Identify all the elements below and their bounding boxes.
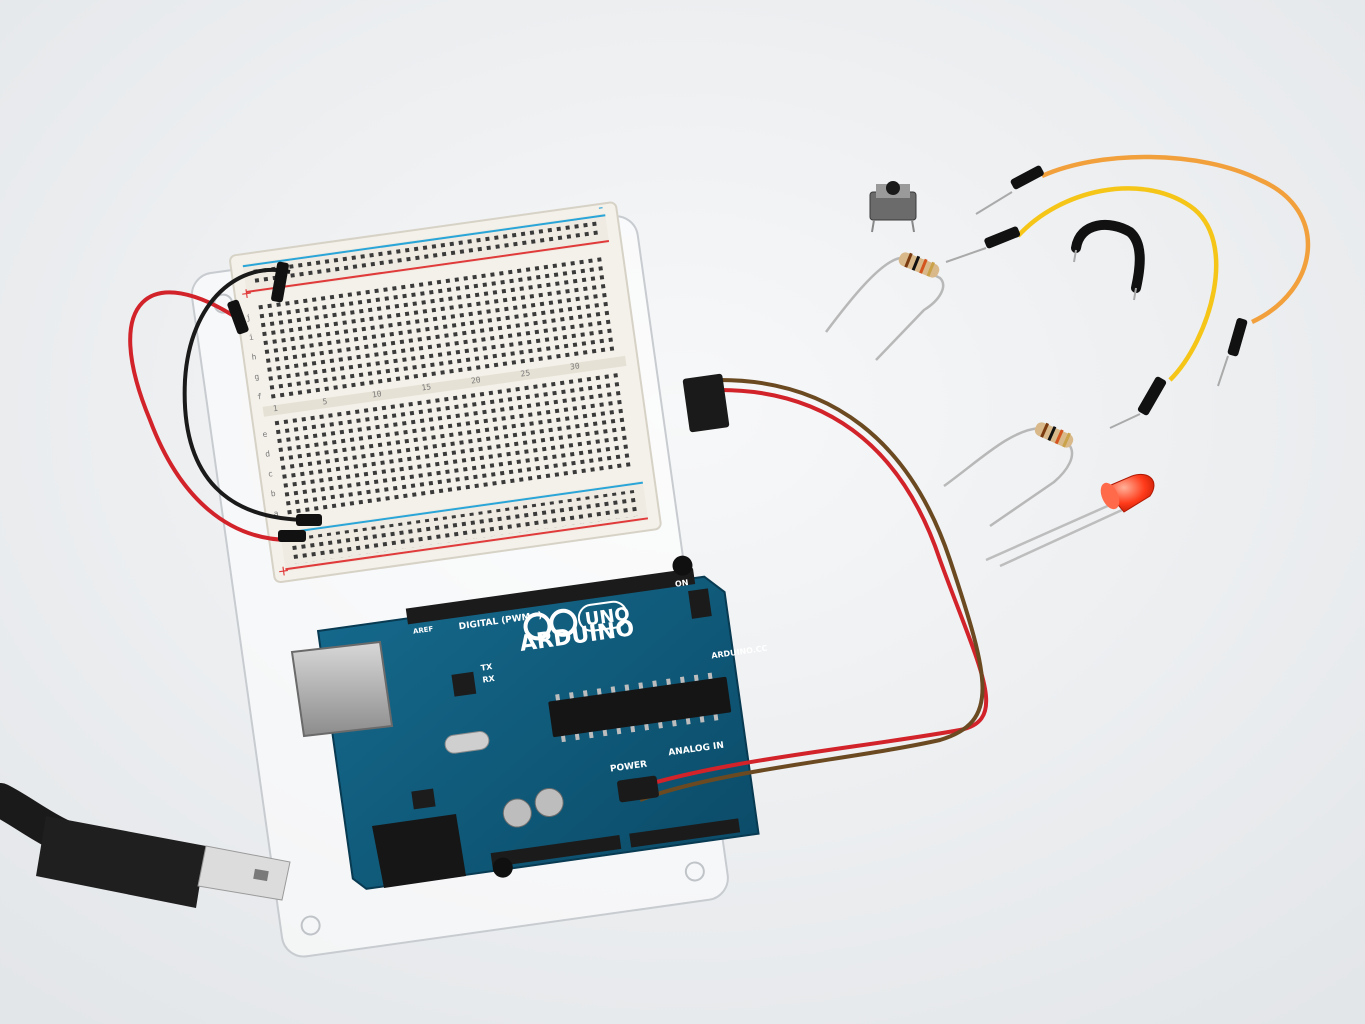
analog-header xyxy=(629,818,741,848)
svg-text:5: 5 xyxy=(322,397,328,407)
svg-text:25: 25 xyxy=(520,368,531,378)
column-numbers: 1 5 10 15 20 25 30 xyxy=(272,361,580,413)
terminal-strip-bottom xyxy=(272,370,634,519)
arduino-uno-board: ARDUINO UNO DIGITAL (PWM~) ANALOG IN POW… xyxy=(316,555,768,890)
wire-black xyxy=(182,268,311,522)
terminal-strip-top xyxy=(256,254,617,402)
mounting-hole xyxy=(672,555,693,576)
jumper-wires-signal xyxy=(617,373,989,803)
on-label: ON xyxy=(674,578,689,589)
wire-red xyxy=(128,290,291,542)
jumper-wire-orange xyxy=(975,154,1311,387)
usb-b-port xyxy=(290,640,394,738)
wire-red-long xyxy=(629,388,989,792)
svg-text:30: 30 xyxy=(569,361,580,371)
svg-text:i: i xyxy=(248,332,254,342)
svg-text:f: f xyxy=(257,392,263,402)
rail-plus-label: + xyxy=(240,285,254,302)
rail-line-red xyxy=(246,240,610,293)
resistor-1 xyxy=(825,252,945,361)
capacitor-1 xyxy=(502,798,532,828)
capacitor-2 xyxy=(534,788,564,818)
atmega-chip xyxy=(548,676,732,738)
svg-text:d: d xyxy=(265,449,271,459)
svg-text:20: 20 xyxy=(470,375,481,385)
resistor-2 xyxy=(943,422,1074,528)
usb-plug-body xyxy=(36,816,206,908)
svg-text:e: e xyxy=(262,429,268,439)
svg-text:j: j xyxy=(245,313,251,323)
svg-text:15: 15 xyxy=(421,382,432,392)
tx-label: TX xyxy=(480,662,494,673)
aref-label: AREF xyxy=(413,625,435,636)
svg-text:1: 1 xyxy=(272,404,278,414)
jumper-wires-power xyxy=(128,261,322,542)
svg-text:h: h xyxy=(251,352,257,362)
breadboard: + - + j i h g f e d c b a 1 5 10 15 20 2… xyxy=(229,200,662,584)
svg-text:c: c xyxy=(267,469,273,479)
crystal-oscillator xyxy=(444,731,490,754)
rail-line-blue xyxy=(242,214,606,268)
arduino-logo-icon xyxy=(523,608,578,641)
power-header xyxy=(490,835,622,868)
dupont-connector xyxy=(682,373,730,433)
jumper-wire-yellow xyxy=(945,186,1219,429)
dc-barrel-jack xyxy=(372,814,466,888)
usb-chip xyxy=(451,671,477,697)
center-channel xyxy=(262,355,627,417)
svg-text:10: 10 xyxy=(371,389,382,399)
red-led xyxy=(985,474,1155,568)
usb-plug-connector xyxy=(197,845,291,901)
rail-minus-label: - xyxy=(597,200,604,217)
icsp-header xyxy=(688,588,712,619)
mounting-hole xyxy=(492,857,513,878)
row-letters: j i h g f e d c b a xyxy=(245,313,279,519)
jumper-wire-black-short xyxy=(1071,220,1145,301)
rx-label: RX xyxy=(482,674,496,685)
usb-cable xyxy=(0,783,291,908)
regulator xyxy=(411,788,436,810)
svg-text:b: b xyxy=(270,489,276,499)
digital-header xyxy=(405,568,696,625)
push-button xyxy=(869,181,917,233)
svg-text:g: g xyxy=(254,372,260,382)
svg-text:a: a xyxy=(273,509,279,519)
dupont-connector xyxy=(617,775,659,803)
rail-plus-label-bottom: + xyxy=(277,563,291,580)
wire-brown-long xyxy=(639,378,985,802)
